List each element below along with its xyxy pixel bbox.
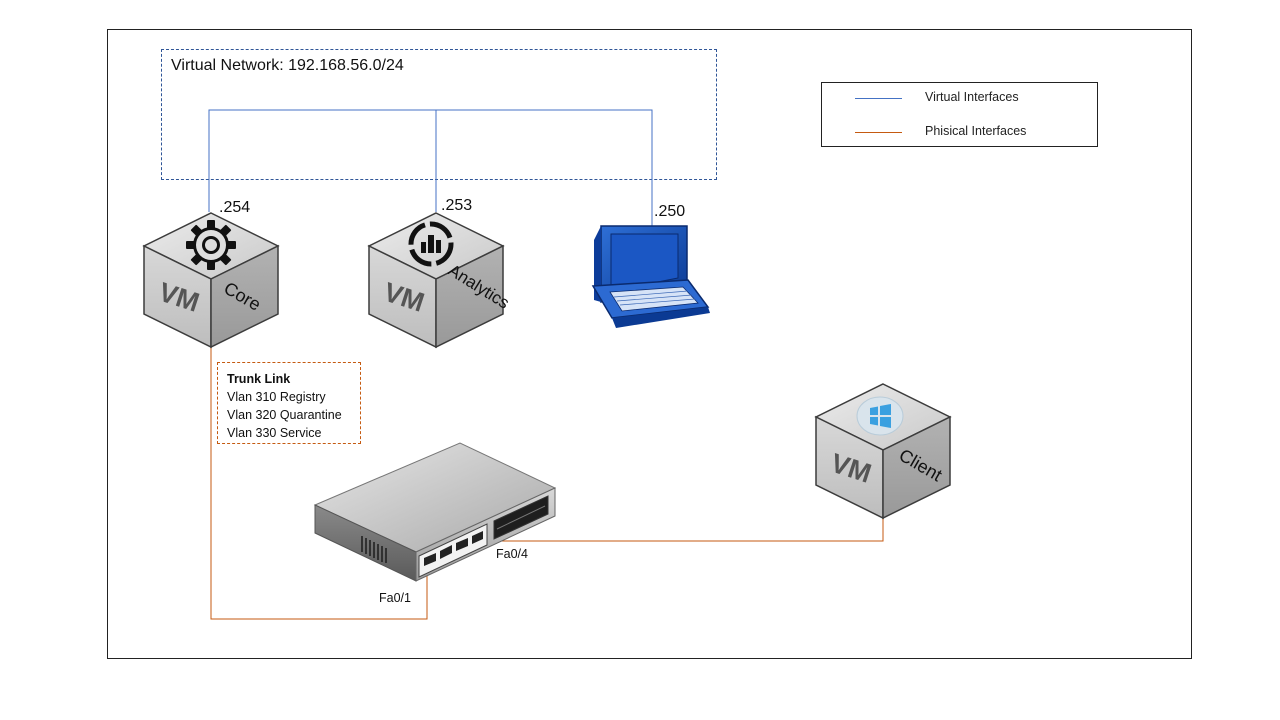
gear-icon (186, 220, 236, 270)
trunk-link-box: Trunk Link Vlan 310 Registry Vlan 320 Qu… (217, 362, 361, 444)
legend: Virtual Interfaces Phisical Interfaces (821, 82, 1098, 147)
analytics-vm-cube: VM Analytics (367, 212, 513, 349)
workstation-ip-label: .250 (654, 203, 686, 220)
legend-virtual-label: Virtual Interfaces (925, 90, 1019, 104)
virtual-network-box (161, 49, 717, 180)
analytics-gauge-icon (408, 221, 454, 267)
physical-link-core-switch (210, 346, 428, 620)
client-vm-cube: VM Client (814, 383, 952, 520)
computer-icon (591, 225, 710, 328)
port-label-fa04: Fa0/4 (496, 547, 528, 561)
trunk-vlan-item: Vlan 310 Registry (227, 390, 326, 404)
trunk-link-title: Trunk Link (227, 372, 291, 386)
windows-logo-icon (856, 396, 904, 436)
analytics-ip-label: .253 (441, 197, 473, 214)
virtual-links (208, 109, 653, 228)
physical-link-switch-client (484, 516, 884, 542)
core-ip-label: .254 (219, 199, 251, 216)
legend-physical-label: Phisical Interfaces (925, 124, 1027, 138)
diagram-frame (107, 29, 1192, 659)
trunk-vlan-item: Vlan 320 Quarantine (227, 408, 342, 422)
virtual-link-core-workstation (208, 109, 653, 228)
port-label-fa01: Fa0/1 (379, 591, 411, 605)
legend-virtual-line (855, 98, 902, 99)
legend-physical-line (855, 132, 902, 133)
virtual-network-title: Virtual Network: 192.168.56.0/24 (171, 57, 404, 74)
core-vm-cube: VM Core (142, 212, 280, 349)
physical-links (210, 346, 884, 620)
trunk-vlan-item: Vlan 330 Service (227, 426, 322, 440)
network-switch-icon (313, 442, 557, 582)
